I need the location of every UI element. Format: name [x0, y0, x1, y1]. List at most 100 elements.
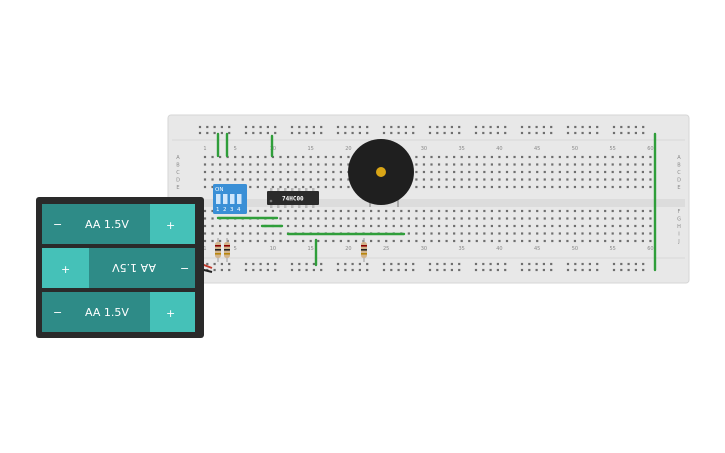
- breadboard-hole[interactable]: [392, 217, 395, 220]
- breadboard-hole[interactable]: [641, 239, 644, 243]
- breadboard-hole[interactable]: [206, 125, 209, 129]
- breadboard-hole[interactable]: [392, 209, 395, 213]
- breadboard-hole[interactable]: [483, 224, 486, 228]
- breadboard-hole[interactable]: [290, 262, 294, 266]
- breadboard-hole[interactable]: [634, 178, 637, 181]
- breadboard-hole[interactable]: [264, 170, 267, 174]
- breadboard-hole[interactable]: [407, 224, 410, 228]
- breadboard-hole[interactable]: [430, 178, 433, 181]
- breadboard-hole[interactable]: [521, 178, 524, 181]
- breadboard-hole[interactable]: [612, 125, 616, 129]
- breadboard-hole[interactable]: [483, 170, 486, 174]
- breadboard-hole[interactable]: [385, 217, 388, 220]
- breadboard-hole[interactable]: [305, 268, 308, 272]
- breadboard-hole[interactable]: [298, 125, 301, 129]
- breadboard-hole[interactable]: [412, 131, 415, 135]
- breadboard-hole[interactable]: [626, 232, 629, 235]
- breadboard-hole[interactable]: [528, 125, 531, 129]
- breadboard-hole[interactable]: [596, 178, 599, 181]
- breadboard-hole[interactable]: [542, 262, 545, 266]
- breadboard-hole[interactable]: [422, 217, 426, 220]
- breadboard-hole[interactable]: [574, 268, 577, 272]
- breadboard-hole[interactable]: [611, 170, 614, 174]
- breadboard-hole[interactable]: [244, 262, 248, 266]
- breadboard-hole[interactable]: [213, 131, 216, 135]
- breadboard-hole[interactable]: [422, 209, 426, 213]
- breadboard-hole[interactable]: [211, 232, 214, 235]
- breadboard-hole[interactable]: [443, 125, 446, 129]
- breadboard-hole[interactable]: [611, 163, 614, 166]
- breadboard-hole[interactable]: [513, 224, 516, 228]
- breadboard-hole[interactable]: [437, 185, 441, 189]
- breadboard-hole[interactable]: [430, 185, 433, 189]
- breadboard-hole[interactable]: [298, 268, 301, 272]
- breadboard-hole[interactable]: [279, 217, 282, 220]
- breadboard-hole[interactable]: [551, 217, 554, 220]
- breadboard-hole[interactable]: [324, 217, 327, 220]
- breadboard-hole[interactable]: [521, 155, 524, 159]
- breadboard-hole[interactable]: [490, 170, 493, 174]
- breadboard-hole[interactable]: [520, 262, 524, 266]
- breadboard-hole[interactable]: [390, 131, 393, 135]
- breadboard-hole[interactable]: [290, 131, 294, 135]
- breadboard-hole[interactable]: [536, 185, 539, 189]
- breadboard-hole[interactable]: [226, 163, 229, 166]
- breadboard-hole[interactable]: [482, 268, 485, 272]
- breadboard-hole[interactable]: [649, 170, 652, 174]
- breadboard-hole[interactable]: [271, 170, 275, 174]
- breadboard-hole[interactable]: [415, 170, 418, 174]
- breadboard-hole[interactable]: [428, 125, 432, 129]
- breadboard-hole[interactable]: [566, 185, 569, 189]
- breadboard-hole[interactable]: [483, 239, 486, 243]
- breadboard-hole[interactable]: [634, 224, 637, 228]
- breadboard-hole[interactable]: [256, 224, 259, 228]
- breadboard-hole[interactable]: [588, 125, 591, 129]
- breadboard-hole[interactable]: [249, 239, 252, 243]
- breadboard-hole[interactable]: [332, 224, 335, 228]
- breadboard-hole[interactable]: [264, 155, 267, 159]
- breadboard-hole[interactable]: [483, 178, 486, 181]
- breadboard-hole[interactable]: [482, 125, 485, 129]
- breadboard-hole[interactable]: [483, 209, 486, 213]
- breadboard-hole[interactable]: [437, 224, 441, 228]
- breadboard-hole[interactable]: [415, 224, 418, 228]
- breadboard-hole[interactable]: [604, 224, 607, 228]
- breadboard-hole[interactable]: [279, 155, 282, 159]
- breadboard-hole[interactable]: [450, 262, 453, 266]
- breadboard-hole[interactable]: [219, 224, 222, 228]
- breadboard-hole[interactable]: [536, 178, 539, 181]
- breadboard-hole[interactable]: [611, 178, 614, 181]
- breadboard-hole[interactable]: [264, 178, 267, 181]
- resistors[interactable]: [215, 238, 367, 262]
- dip-toggle-3[interactable]: [230, 194, 235, 204]
- breadboard-hole[interactable]: [203, 170, 207, 174]
- breadboard-hole[interactable]: [332, 185, 335, 189]
- breadboard-hole[interactable]: [390, 262, 393, 266]
- breadboard-hole[interactable]: [551, 155, 554, 159]
- breadboard-hole[interactable]: [347, 185, 350, 189]
- breadboard-hole[interactable]: [627, 125, 630, 129]
- breadboard-hole[interactable]: [528, 262, 531, 266]
- breadboard-hole[interactable]: [211, 155, 214, 159]
- breadboard-hole[interactable]: [498, 239, 501, 243]
- breadboard-hole[interactable]: [475, 224, 478, 228]
- breadboard-hole[interactable]: [490, 217, 493, 220]
- breadboard-hole[interactable]: [611, 232, 614, 235]
- breadboard-hole[interactable]: [573, 163, 577, 166]
- breadboard-hole[interactable]: [430, 239, 433, 243]
- breadboard-hole[interactable]: [626, 239, 629, 243]
- breadboard-hole[interactable]: [542, 131, 545, 135]
- breadboard-hole[interactable]: [566, 170, 569, 174]
- breadboard-hole[interactable]: [443, 262, 446, 266]
- breadboard-hole[interactable]: [264, 209, 267, 213]
- breadboard-hole[interactable]: [619, 239, 622, 243]
- breadboard-hole[interactable]: [475, 170, 478, 174]
- breadboard-hole[interactable]: [619, 170, 622, 174]
- breadboard-hole[interactable]: [513, 170, 516, 174]
- breadboard-hole[interactable]: [445, 178, 448, 181]
- breadboard-hole[interactable]: [430, 224, 433, 228]
- breadboard-hole[interactable]: [528, 239, 531, 243]
- breadboard-hole[interactable]: [271, 209, 275, 213]
- breadboard-hole[interactable]: [558, 232, 561, 235]
- breadboard-hole[interactable]: [460, 239, 463, 243]
